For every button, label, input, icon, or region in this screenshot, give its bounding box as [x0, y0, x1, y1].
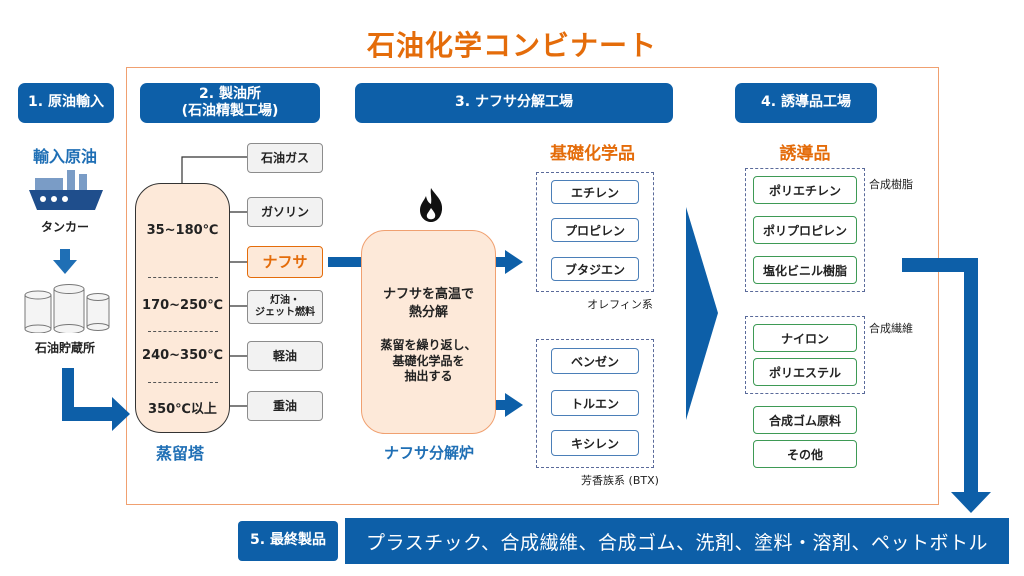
fiber-group-label: 合成繊維	[869, 322, 913, 335]
arrow-basic-derivatives	[686, 207, 718, 420]
aromatic-group-box	[536, 339, 654, 468]
diagram-title: 石油化学コンビナート	[366, 29, 657, 62]
cracker-furnace	[361, 230, 496, 434]
derivative-pvc: 塩化ビニル樹脂	[753, 256, 857, 284]
section-naphtha-cracker: 3. ナフサ分解工場	[355, 83, 673, 123]
tower-divider	[148, 331, 218, 332]
section-refinery-subtitle: (石油精製工場)	[181, 103, 279, 119]
tower-divider	[148, 382, 218, 383]
derivative-nylon: ナイロン	[753, 324, 857, 352]
chemical-ethylene: エチレン	[551, 180, 639, 204]
derivative-polyester: ポリエステル	[753, 358, 857, 386]
section-final-products: 5. 最終製品	[238, 521, 338, 561]
section-refinery: 2. 製油所 (石油精製工場)	[140, 83, 320, 123]
tower-label: 蒸留塔	[155, 444, 204, 463]
distillation-tower	[135, 183, 230, 433]
cracker-description: ナフサを高温で 熱分解	[382, 287, 474, 320]
section-crude-import: 1. 原油輸入	[18, 83, 114, 123]
chemical-xylene: キシレン	[551, 430, 639, 456]
resin-group-box	[745, 168, 865, 292]
temp-range-1: 35~180℃	[146, 223, 219, 238]
cracker-process: 蒸留を繰り返し、 基礎化学品を 抽出する	[380, 338, 477, 384]
derivative-polypropylene: ポリプロピレン	[753, 216, 857, 244]
arrow-cracker-aromatics	[470, 393, 523, 417]
derivative-other: その他	[753, 440, 857, 468]
tower-divider	[148, 277, 218, 278]
temp-range-2: 170~250℃	[142, 298, 223, 313]
flame-icon	[420, 188, 443, 222]
storage-tank-icon	[24, 284, 110, 333]
product-diesel: 軽油	[247, 341, 323, 371]
tanker-icon	[29, 170, 103, 210]
refinery-complex-frame	[126, 67, 939, 505]
derivatives-heading: 誘導品	[779, 144, 831, 164]
section-refinery-title: 2. 製油所	[199, 85, 261, 102]
crude-oil-label: 輸入原油	[32, 147, 97, 166]
product-lpg: 石油ガス	[247, 143, 323, 173]
olefin-group-label: オレフィン系	[587, 298, 653, 311]
temp-range-4: 350℃以上	[148, 402, 217, 417]
cracker-label: ナフサ分解炉	[383, 444, 474, 462]
arrow-storage-tower	[62, 368, 130, 431]
resin-group-label: 合成樹脂	[869, 178, 913, 191]
product-gasoline: ガソリン	[247, 197, 323, 227]
chemical-toluene: トルエン	[551, 390, 639, 416]
arrow-tanker-storage	[53, 249, 77, 274]
basic-chemicals-heading: 基礎化学品	[550, 144, 635, 164]
section-derivatives: 4. 誘導品工場	[735, 83, 877, 123]
arrow-cracker-olefins	[470, 250, 523, 274]
derivative-synthetic-rubber: 合成ゴム原料	[753, 406, 857, 434]
chemical-propylene: プロピレン	[551, 218, 639, 242]
final-products-list: プラスチック、合成繊維、合成ゴム、洗剤、塗料・溶剤、ペットボトル	[345, 518, 1009, 564]
chemical-benzene: ベンゼン	[551, 348, 639, 374]
aromatic-group-label: 芳香族系 (BTX)	[581, 474, 659, 487]
storage-label: 石油貯蔵所	[34, 341, 95, 355]
fiber-group-box	[745, 316, 865, 394]
olefin-group-box	[536, 172, 654, 292]
temp-range-3: 240~350℃	[142, 348, 223, 363]
arrow-derivatives-final	[902, 258, 991, 513]
pipe-top	[181, 156, 247, 183]
product-naphtha: ナフサ	[247, 246, 323, 278]
product-kerosene-jetfuel: 灯油・ ジェット燃料	[247, 290, 323, 324]
product-heavy-oil: 重油	[247, 391, 323, 421]
chemical-butadiene: ブタジエン	[551, 257, 639, 281]
derivative-polyethylene: ポリエチレン	[753, 176, 857, 204]
tanker-label: タンカー	[40, 220, 89, 234]
